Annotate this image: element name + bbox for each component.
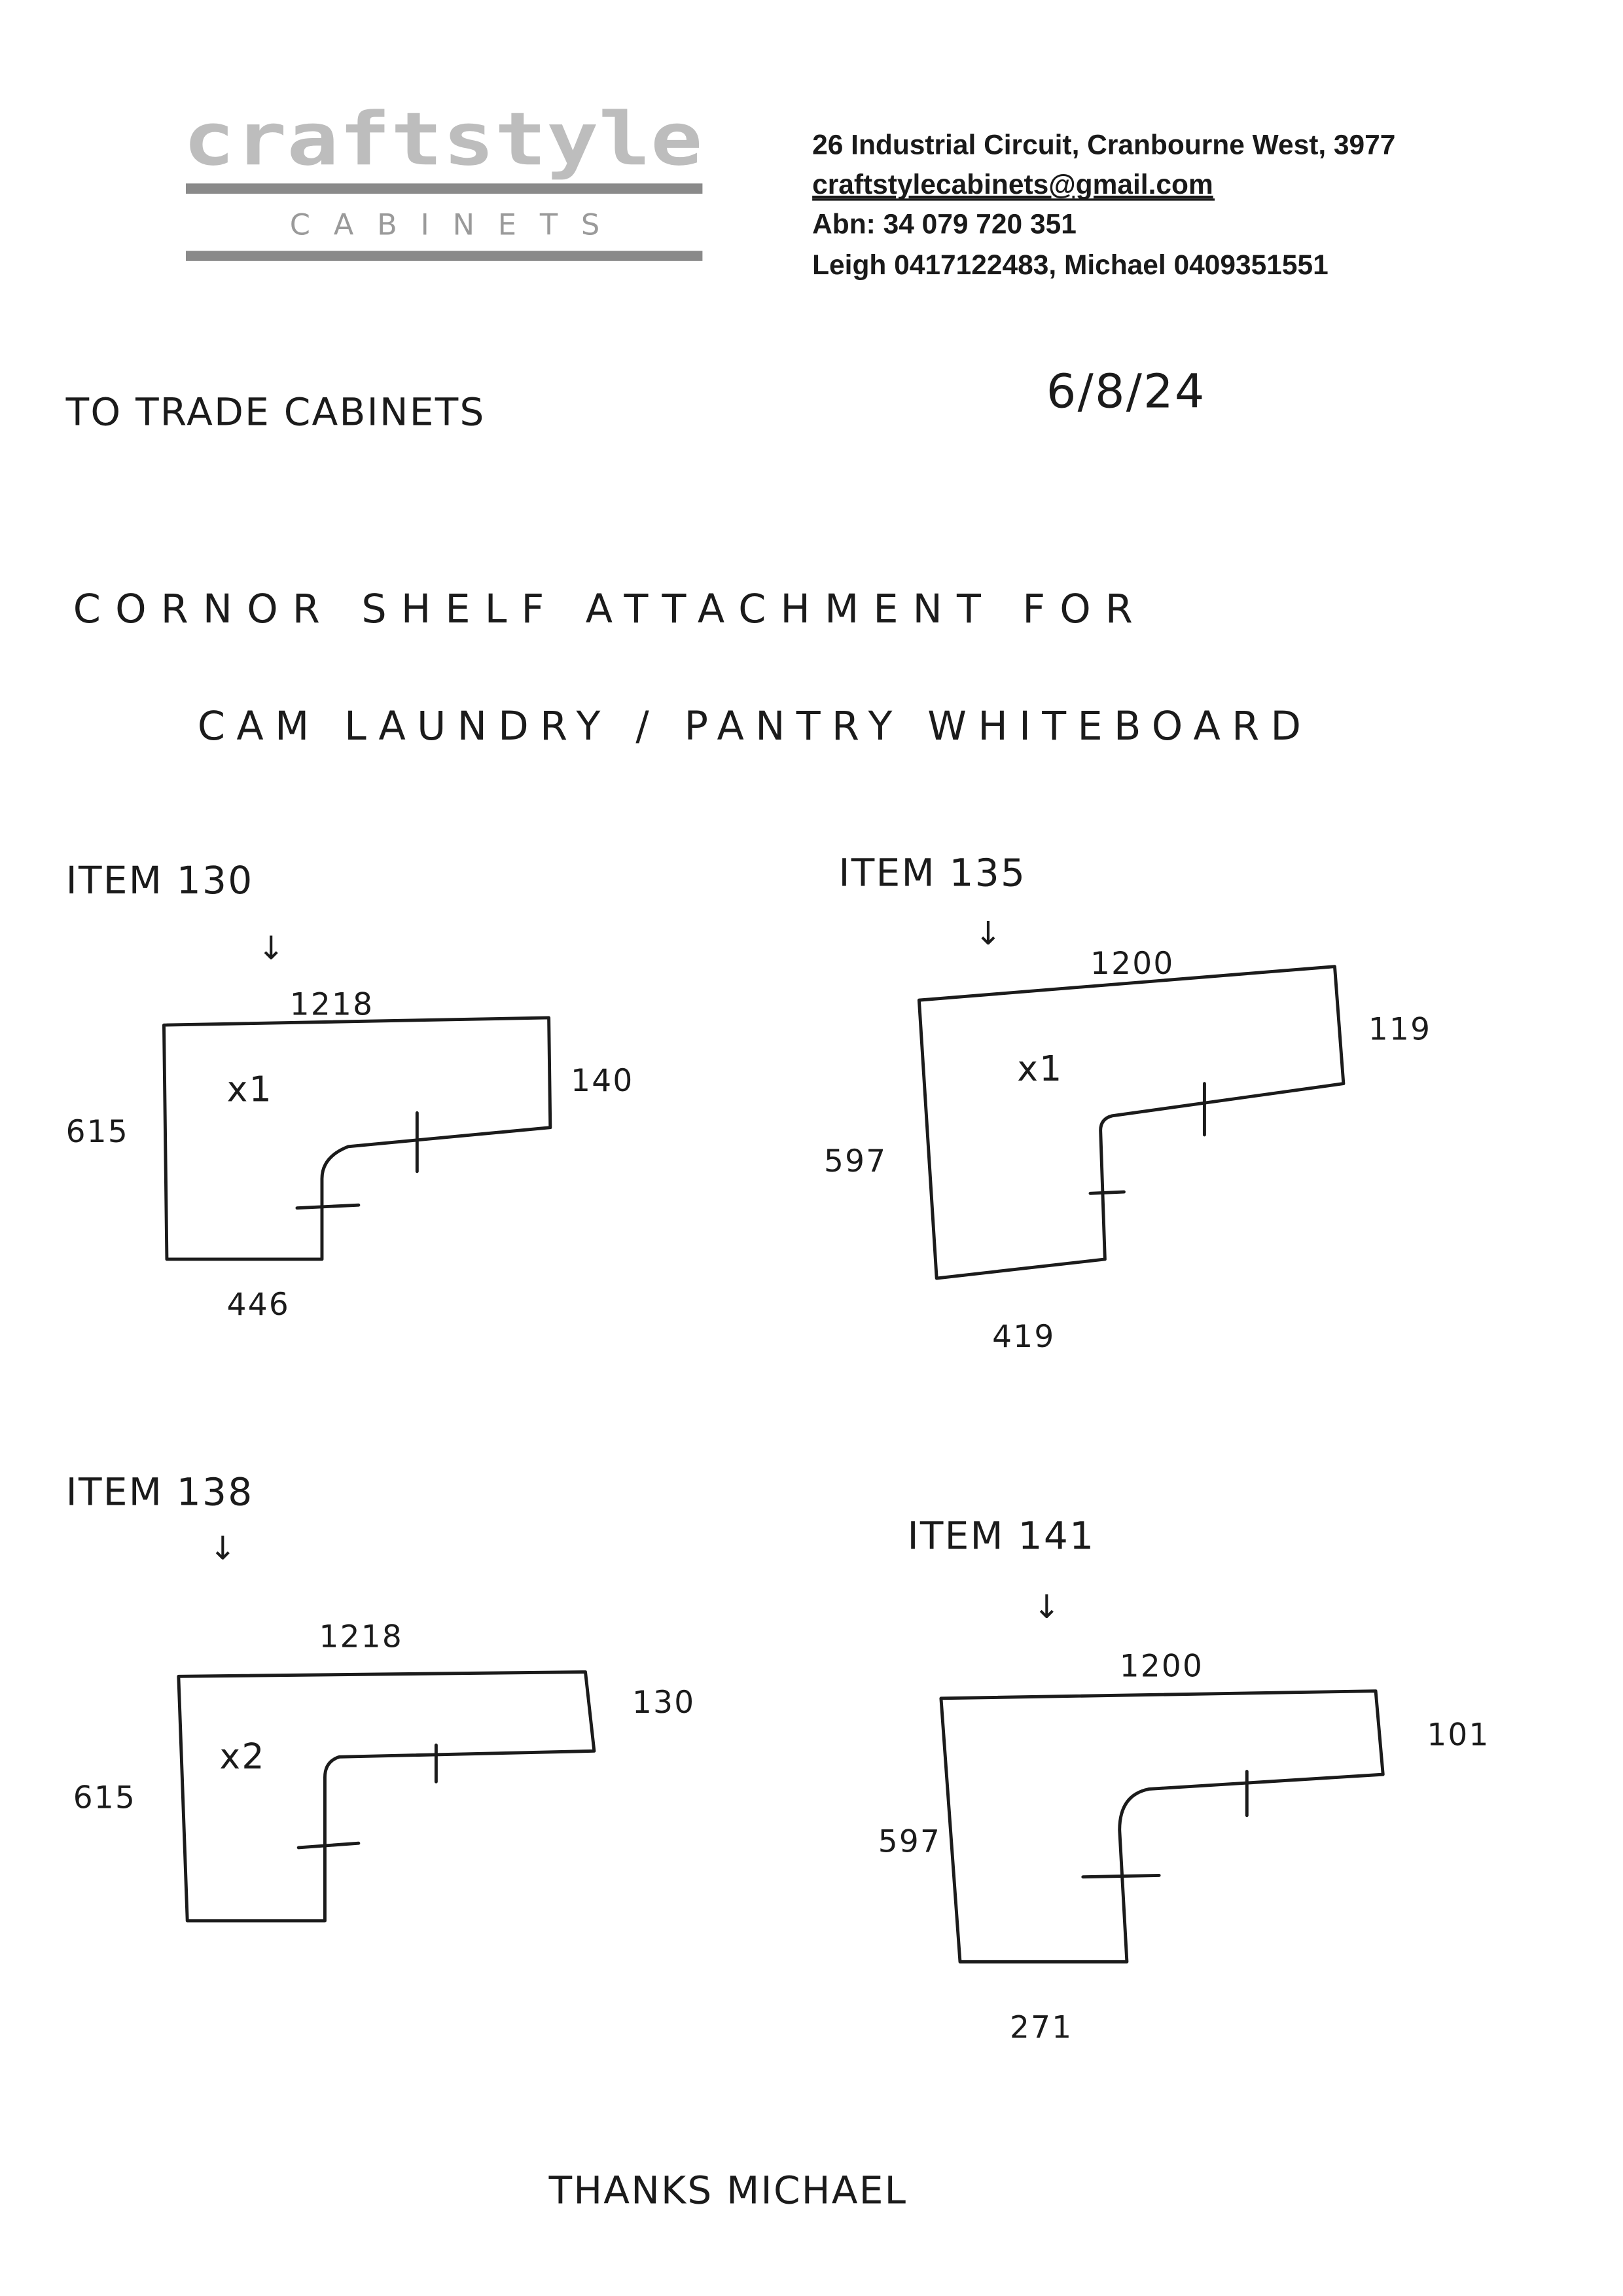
shelf-outline [162,1016,552,1261]
quantity: x2 [219,1736,265,1777]
shelf-outline [177,1670,596,1923]
signoff: THANKS MICHAEL [548,2168,908,2212]
item-label: ITEM 141 [907,1514,1095,1558]
dimension-top: 1200 [1120,1648,1204,1684]
dimension-side: 597 [878,1824,941,1860]
down-arrow-icon: ↓ [209,1529,238,1567]
dimension-right: 130 [632,1685,695,1721]
quantity: x1 [227,1068,273,1109]
shelf-outline [939,1689,1385,1964]
company-logo: craftstyle CABINETS [183,97,703,261]
item-label: ITEM 130 [66,858,254,903]
company-address: 26 Industrial Circuit, Cranbourne West, … [812,130,1395,161]
item-label: ITEM 138 [66,1470,254,1515]
logo-subtitle: CABINETS [290,207,623,242]
dimension-bottom: 446 [227,1287,290,1323]
dimension-top: 1218 [319,1619,403,1655]
item-138-sketch: ITEM 138 ↓ 1218 130 615 x2 [66,1470,695,1923]
down-arrow-icon: ↓ [258,929,286,967]
shelf-outline [917,965,1346,1280]
down-arrow-icon: ↓ [1033,1588,1061,1626]
quantity: x1 [1017,1048,1063,1089]
joint-marks [1081,1770,1249,1879]
heading-line-2: CAM LAUNDRY / PANTRY WHITEBOARD [198,704,1302,749]
dimension-bottom: 271 [1010,2010,1073,2046]
logo-rule-top [186,183,703,194]
dimension-side: 615 [73,1780,136,1816]
item-130-sketch: ITEM 130 ↓ 1218 615 x1 140 446 [66,858,633,1323]
company-phones: Leigh 0417122483, Michael 0409351551 [812,250,1329,281]
joint-marks [296,1743,438,1850]
dimension-top: 1200 [1090,946,1174,982]
logo-rule-bottom [186,251,703,261]
joint-marks [1088,1082,1206,1195]
dimension-bottom: 419 [992,1319,1055,1355]
company-abn: Abn: 34 079 720 351 [812,209,1077,240]
dimension-top: 1218 [290,987,374,1023]
logo-wordmark: craftstyle [183,97,703,182]
joint-marks [295,1111,419,1210]
heading-line-1: CORNOR SHELF ATTACHMENT FOR [73,586,1134,632]
item-label: ITEM 135 [838,851,1026,895]
dimension-right: 140 [571,1063,633,1099]
recipient: TO TRADE CABINETS [65,389,486,434]
company-email[interactable]: craftstylecabinets@gmail.com [812,170,1213,200]
dimension-right: 119 [1368,1012,1431,1048]
item-135-sketch: ITEM 135 ↓ 1200 119 x1 597 419 [824,851,1431,1355]
dimension-right: 101 [1427,1717,1489,1753]
down-arrow-icon: ↓ [974,914,1003,952]
dimension-side: 597 [824,1143,887,1179]
date: 6/8/24 [1046,364,1206,418]
dimension-side: 615 [66,1114,129,1150]
item-141-sketch: ITEM 141 ↓ 1200 101 597 271 [878,1514,1489,2046]
